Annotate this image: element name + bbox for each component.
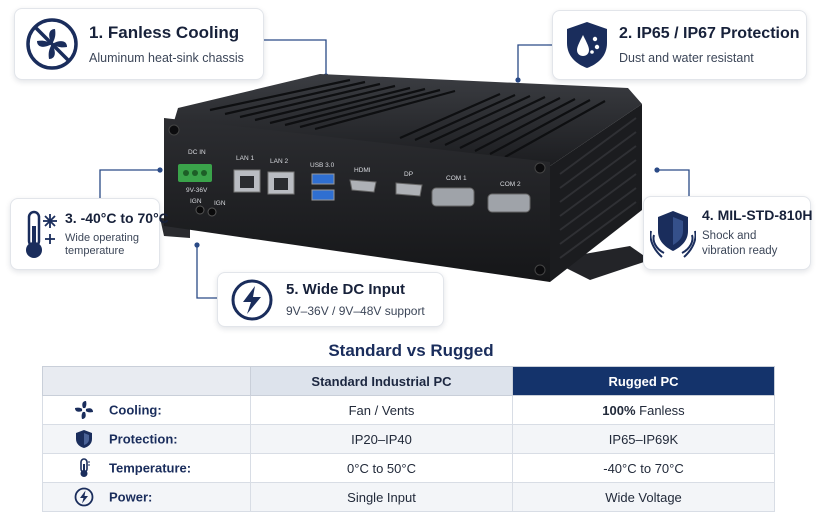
table-row: Temperature: 0°C to 50°C -40°C to 70°C bbox=[42, 453, 775, 483]
row-label: Power: bbox=[42, 482, 251, 512]
callout-desc: 9V–36V / 9V–48V support bbox=[286, 304, 425, 318]
row-label: Protection: bbox=[42, 424, 251, 454]
label-lan2: LAN 2 bbox=[270, 158, 288, 165]
row-label: Temperature: bbox=[42, 453, 251, 483]
callout-desc: Wide operating temperature bbox=[65, 232, 139, 257]
callout-desc: Aluminum heat-sink chassis bbox=[89, 51, 244, 65]
heat-sink-fins bbox=[209, 78, 606, 158]
fan-icon bbox=[73, 400, 95, 420]
front-panel bbox=[164, 118, 550, 282]
callout-mil-std: 4. MIL-STD-810H Shock and vibration read… bbox=[643, 196, 813, 270]
table-header-row: Standard Industrial PC Rugged PC bbox=[42, 366, 775, 396]
callout-title: 1. Fanless Cooling bbox=[89, 23, 240, 42]
cell-standard: Fan / Vents bbox=[250, 395, 513, 425]
shield-shock-icon bbox=[650, 205, 696, 261]
lightning-icon bbox=[230, 278, 274, 322]
callout-temperature: 3. -40°C to 70°C Wide operating temperat… bbox=[10, 198, 169, 270]
cell-standard: Single Input bbox=[250, 482, 513, 512]
power-icon bbox=[73, 487, 95, 507]
com2-port bbox=[487, 193, 531, 213]
cell-rugged: Wide Voltage bbox=[512, 482, 775, 512]
cell-rugged: 100% Fanless bbox=[512, 395, 775, 425]
label-ign2: IGN bbox=[214, 200, 226, 207]
label-lan1: LAN 1 bbox=[236, 155, 254, 162]
label-dc-range: 9V-36V bbox=[186, 187, 208, 194]
table-row: Protection: IP20–IP40 IP65–IP69K bbox=[42, 424, 775, 454]
shield-icon bbox=[73, 429, 95, 449]
label-ign1: IGN bbox=[190, 198, 202, 205]
shield-water-icon bbox=[561, 19, 613, 71]
rugged-pc-illustration: DC IN 9V-36V IGN IGN LAN 1 LAN 2 USB 3.0… bbox=[160, 74, 650, 282]
cell-rugged: IP65–IP69K bbox=[512, 424, 775, 454]
cell-rugged: -40°C to 70°C bbox=[512, 453, 775, 483]
callout-fanless-cooling: 1. Fanless Cooling Aluminum heat-sink ch… bbox=[14, 8, 264, 80]
hdmi-port bbox=[349, 179, 377, 193]
label-dc-in: DC IN bbox=[188, 149, 206, 156]
label-usb: USB 3.0 bbox=[310, 162, 335, 169]
comparison-title: Standard vs Rugged bbox=[328, 341, 494, 360]
callout-ip-protection: 2. IP65 / IP67 Protection Dust and water… bbox=[552, 10, 807, 80]
side-panel bbox=[550, 104, 642, 282]
cell-standard: 0°C to 50°C bbox=[250, 453, 513, 483]
callout-desc: Shock and vibration ready bbox=[702, 230, 778, 257]
comparison-table: Standard Industrial PC Rugged PC Cooling… bbox=[42, 366, 775, 512]
callout-title: 5. Wide DC Input bbox=[286, 281, 406, 298]
thermometer-icon bbox=[73, 458, 95, 478]
usb-port-1 bbox=[311, 173, 335, 185]
callout-title: 3. -40°C to 70°C bbox=[65, 210, 169, 226]
callout-desc: Dust and water resistant bbox=[619, 51, 754, 65]
row-label: Cooling: bbox=[42, 395, 251, 425]
com1-port bbox=[431, 187, 475, 207]
bracket-right bbox=[550, 246, 650, 280]
header-empty bbox=[42, 366, 251, 396]
heat-sink-top bbox=[172, 74, 642, 166]
table-row: Cooling: Fan / Vents 100% Fanless bbox=[42, 395, 775, 425]
label-dp: DP bbox=[404, 171, 413, 178]
label-com2: COM 2 bbox=[500, 181, 521, 188]
dp-port bbox=[395, 182, 423, 197]
callout-title: 2. IP65 / IP67 Protection bbox=[619, 25, 800, 42]
table-row: Power: Single Input Wide Voltage bbox=[42, 482, 775, 512]
label-hdmi: HDMI bbox=[354, 167, 371, 174]
thermometer-snowflake-icon bbox=[19, 206, 59, 262]
header-rugged: Rugged PC bbox=[512, 366, 775, 396]
callout-wide-dc-input: 5. Wide DC Input 9V–36V / 9V–48V support bbox=[217, 272, 444, 327]
usb-port-2 bbox=[311, 189, 335, 201]
label-com1: COM 1 bbox=[446, 175, 467, 182]
no-fan-icon bbox=[25, 17, 79, 71]
header-standard: Standard Industrial PC bbox=[250, 366, 513, 396]
callout-title: 4. MIL-STD-810H bbox=[702, 207, 813, 223]
cell-standard: IP20–IP40 bbox=[250, 424, 513, 454]
